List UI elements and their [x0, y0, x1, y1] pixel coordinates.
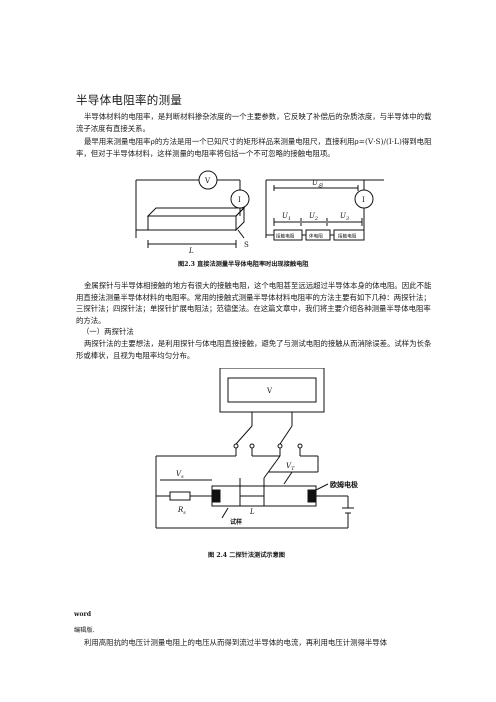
length-label: L: [188, 247, 194, 255]
vs-label: Vs: [176, 470, 184, 480]
switch-arm-right[interactable]: [279, 425, 293, 445]
contact-resistance-box-2: 接触电阻: [338, 233, 357, 240]
series-resistor: [169, 491, 191, 501]
switch-arm-left[interactable]: [235, 425, 253, 445]
footer-note: 编辑版.: [74, 627, 95, 634]
voltmeter-label: V: [266, 387, 273, 395]
figure-1-caption: 图2.3 直接法测量半导体电阻率时出现接触电阻: [178, 261, 309, 268]
u3-label: U3: [340, 212, 349, 222]
footer-word: word: [74, 611, 92, 618]
sample-label: 试样: [230, 518, 242, 526]
figure-direct-method: V I I L S U总 U1 U2 U3 接触电阻 体电阻 接触电阻: [135, 170, 384, 255]
ohmic-electrode-label: 欧姆电极: [330, 480, 359, 489]
contact-resistance-box-1: 接触电阻: [276, 233, 295, 240]
length-label: L: [249, 508, 255, 516]
rs-label: Rs: [177, 506, 186, 516]
body-paragraph-1: 金属探针与半导体相接触的地方有很大的接触电阻，这个电阻甚至远远超过半导体本身的体…: [76, 281, 432, 325]
body-paragraph-2: 两探针法的主要想法，是利用探针与体电阻直接接触，避免了与测试电阻的接触从而消除误…: [76, 339, 432, 360]
page-title: 半导体电阻率的测量: [76, 93, 183, 107]
intro-paragraph-2: 最早用来测量电阻率ρ的方法是用一个已知尺寸的矩形样品来测量电阻尺，直接利用ρ=(…: [76, 137, 432, 158]
u2-label: U2: [309, 212, 318, 222]
ammeter-label-left: I: [238, 196, 241, 204]
u-total-label: U总: [312, 179, 323, 189]
ammeter-label-right: I: [362, 196, 365, 204]
figure-two-probe-method: V Vs VT Rs L 欧姆电极 试样: [155, 368, 359, 529]
u1-label: U1: [282, 212, 291, 222]
section-heading: （一）两探针法: [82, 327, 134, 336]
figure-2-caption: 图 2.4 二探针法测试示意图: [208, 552, 285, 559]
body-paragraph-3: 利用高阻抗的电压计测量电阻上的电压从而得到流过半导体的电流，再利用电压计测得半导…: [84, 638, 388, 647]
voltmeter-label: V: [204, 177, 211, 185]
bulk-resistance-box: 体电阻: [309, 233, 323, 240]
voltmeter-box: [219, 368, 325, 413]
section-label: S: [244, 241, 249, 249]
vt-label: VT: [286, 462, 295, 472]
sample-bar: [146, 207, 246, 217]
intro-paragraph-1: 半导体材料的电阻率，是判断材料掺杂浓度的一个主要参数，它反映了补偿后的杂质浓度，…: [76, 112, 432, 133]
